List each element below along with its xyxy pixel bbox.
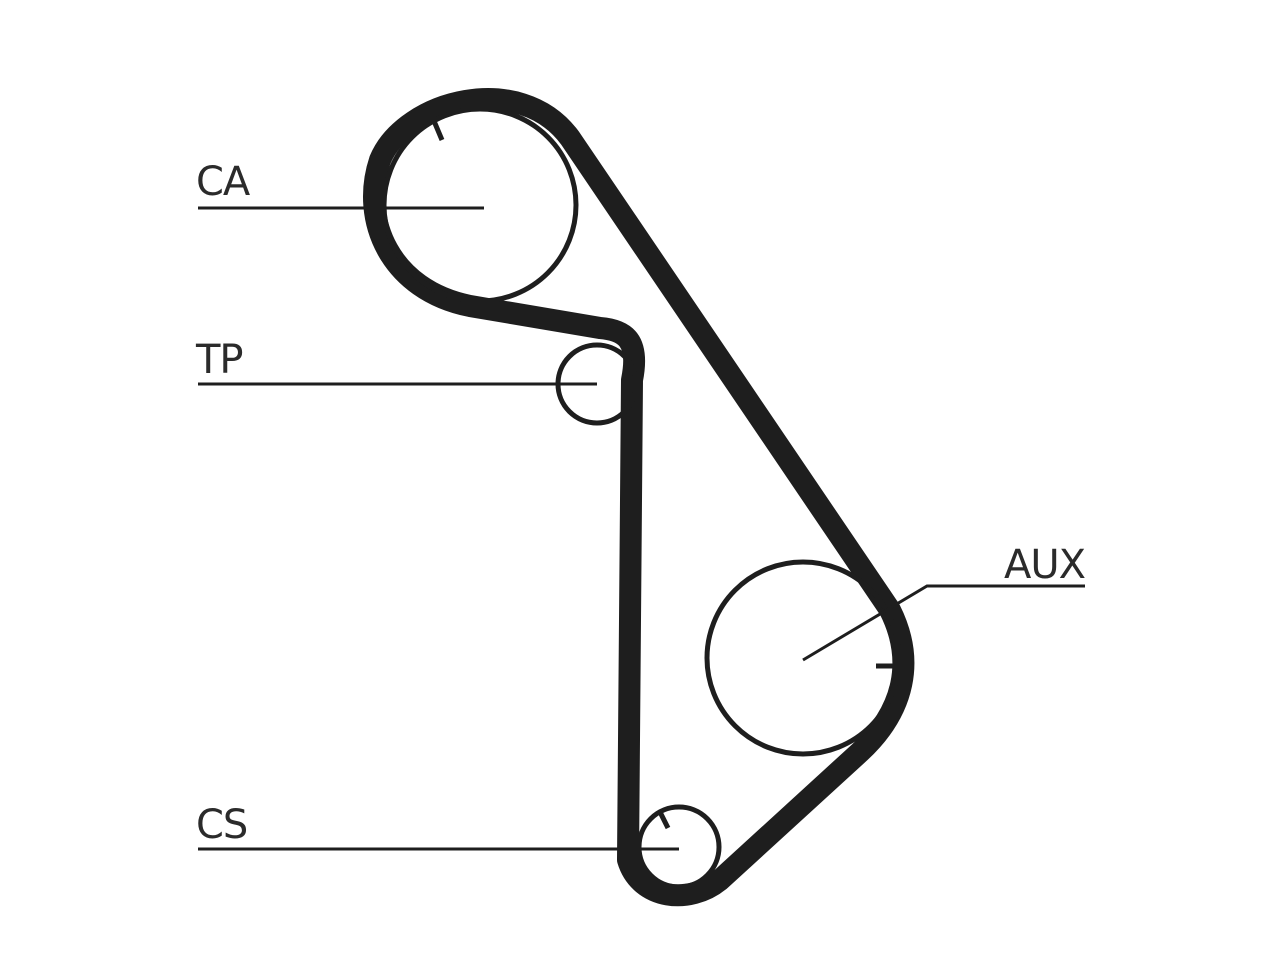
auxiliary-pulley	[704, 559, 902, 757]
camshaft-label: CA	[196, 159, 251, 205]
crankshaft-timing-mark	[657, 810, 671, 830]
crankshaft-pulley	[636, 804, 722, 890]
timing-belt	[363, 88, 915, 907]
camshaft-pulley	[381, 106, 579, 304]
camshaft-timing-mark	[431, 120, 445, 141]
auxiliary-leader-line	[802, 584, 1085, 662]
auxiliary-label: AUX	[1004, 542, 1086, 588]
tensioner-label: TP	[195, 337, 243, 383]
crankshaft-label: CS	[196, 802, 247, 848]
